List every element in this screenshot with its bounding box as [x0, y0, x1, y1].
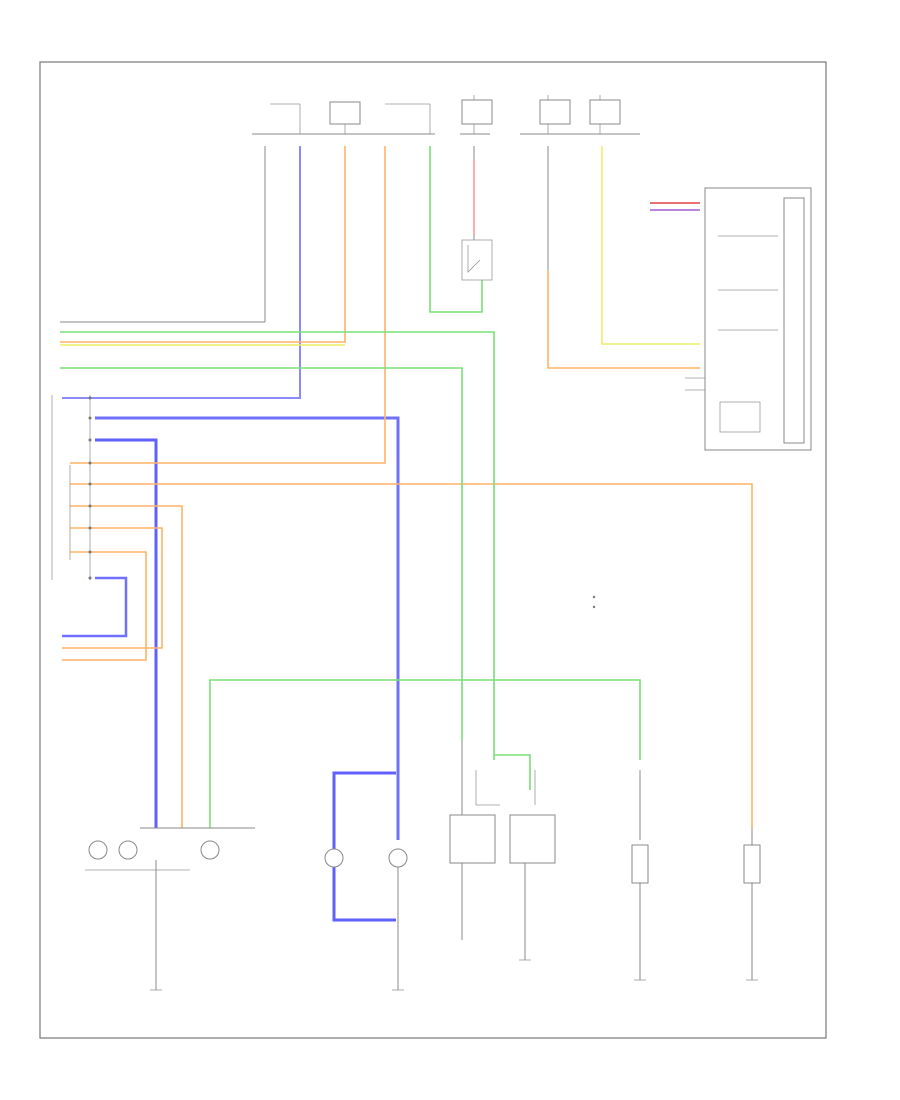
blue-wire-d — [62, 576, 128, 638]
yellow-wires — [60, 146, 700, 346]
green-wire-b — [429, 146, 483, 313]
orange-wire-g — [547, 270, 700, 369]
blue-wire-b — [95, 416, 400, 840]
orange-wires — [60, 146, 753, 828]
gray-wires — [60, 146, 549, 368]
orange-wire-f — [62, 551, 147, 661]
green-wire-c — [60, 367, 463, 740]
orange-wire-b — [70, 146, 386, 464]
blue-wires — [62, 146, 400, 922]
green-wires — [60, 146, 641, 828]
yellow-wire-b — [601, 146, 700, 345]
ground-symbols — [150, 959, 758, 991]
legend — [592, 595, 596, 609]
left-bulb-group — [85, 827, 255, 990]
green-wire-d — [209, 679, 641, 828]
right-bulb-group — [631, 770, 761, 980]
switch — [461, 239, 493, 281]
orange-wire-a — [60, 146, 346, 343]
relay-group — [449, 740, 556, 960]
center-bulb-group — [324, 848, 408, 990]
orange-wire-e — [62, 527, 163, 649]
blue-wire-c — [95, 438, 158, 828]
combination-meter — [685, 187, 812, 451]
left-connector — [51, 395, 92, 580]
blue-wire-e — [332, 771, 396, 922]
fuse-block — [252, 95, 640, 135]
orange-wire-c — [70, 483, 753, 828]
diagram-frame — [39, 61, 827, 1039]
blue-wire-a — [62, 146, 301, 399]
green-wire-e — [494, 754, 531, 790]
gauge-wires — [650, 202, 700, 211]
orange-wire-d — [70, 505, 183, 828]
green-wire-a — [60, 331, 495, 760]
